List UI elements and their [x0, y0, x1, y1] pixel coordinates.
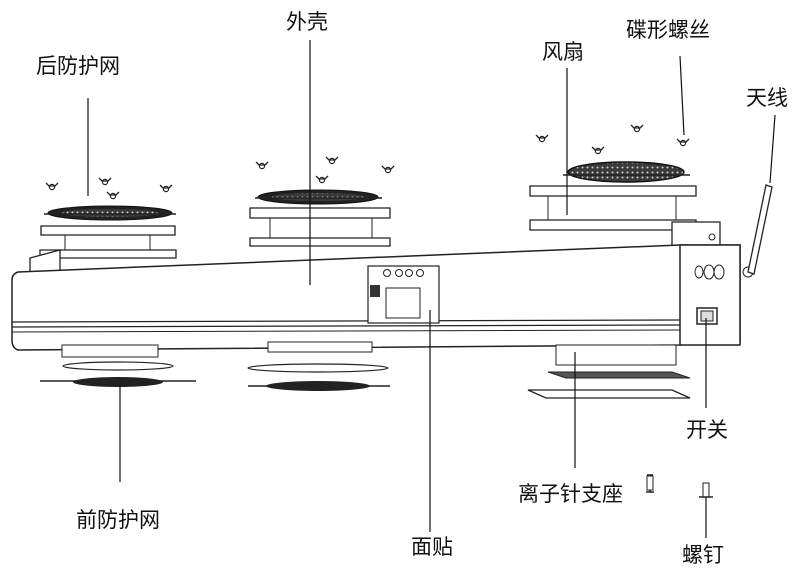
right-rear-guard [563, 161, 690, 183]
left-wing-nuts [45, 177, 173, 200]
label-antenna: 天线 [746, 86, 788, 110]
end-cap-connectors [694, 264, 725, 280]
label-switch: 开关 [686, 418, 728, 442]
right-wing-nuts [535, 124, 690, 155]
label-housing: 外壳 [286, 10, 328, 34]
middle-rear-guard [255, 189, 382, 205]
leader-lines [87, 40, 776, 538]
power-switch [696, 307, 718, 325]
left-rear-guard [44, 205, 176, 221]
front-guards [40, 341, 691, 399]
panel-sticker [367, 265, 440, 324]
label-rear-guard: 后防护网 [36, 54, 120, 78]
screws [646, 474, 713, 498]
middle-fan [249, 207, 391, 247]
label-fan: 风扇 [542, 40, 584, 64]
middle-wing-nuts [255, 156, 395, 184]
label-wing-screw: 碟形螺丝 [626, 18, 710, 42]
label-panel-sticker: 面贴 [411, 535, 453, 559]
antenna [742, 184, 773, 278]
label-ion-needle-base: 离子针支座 [518, 482, 623, 506]
label-screw: 螺钉 [682, 543, 724, 567]
right-fan [529, 185, 697, 231]
label-front-guard: 前防护网 [76, 508, 160, 532]
